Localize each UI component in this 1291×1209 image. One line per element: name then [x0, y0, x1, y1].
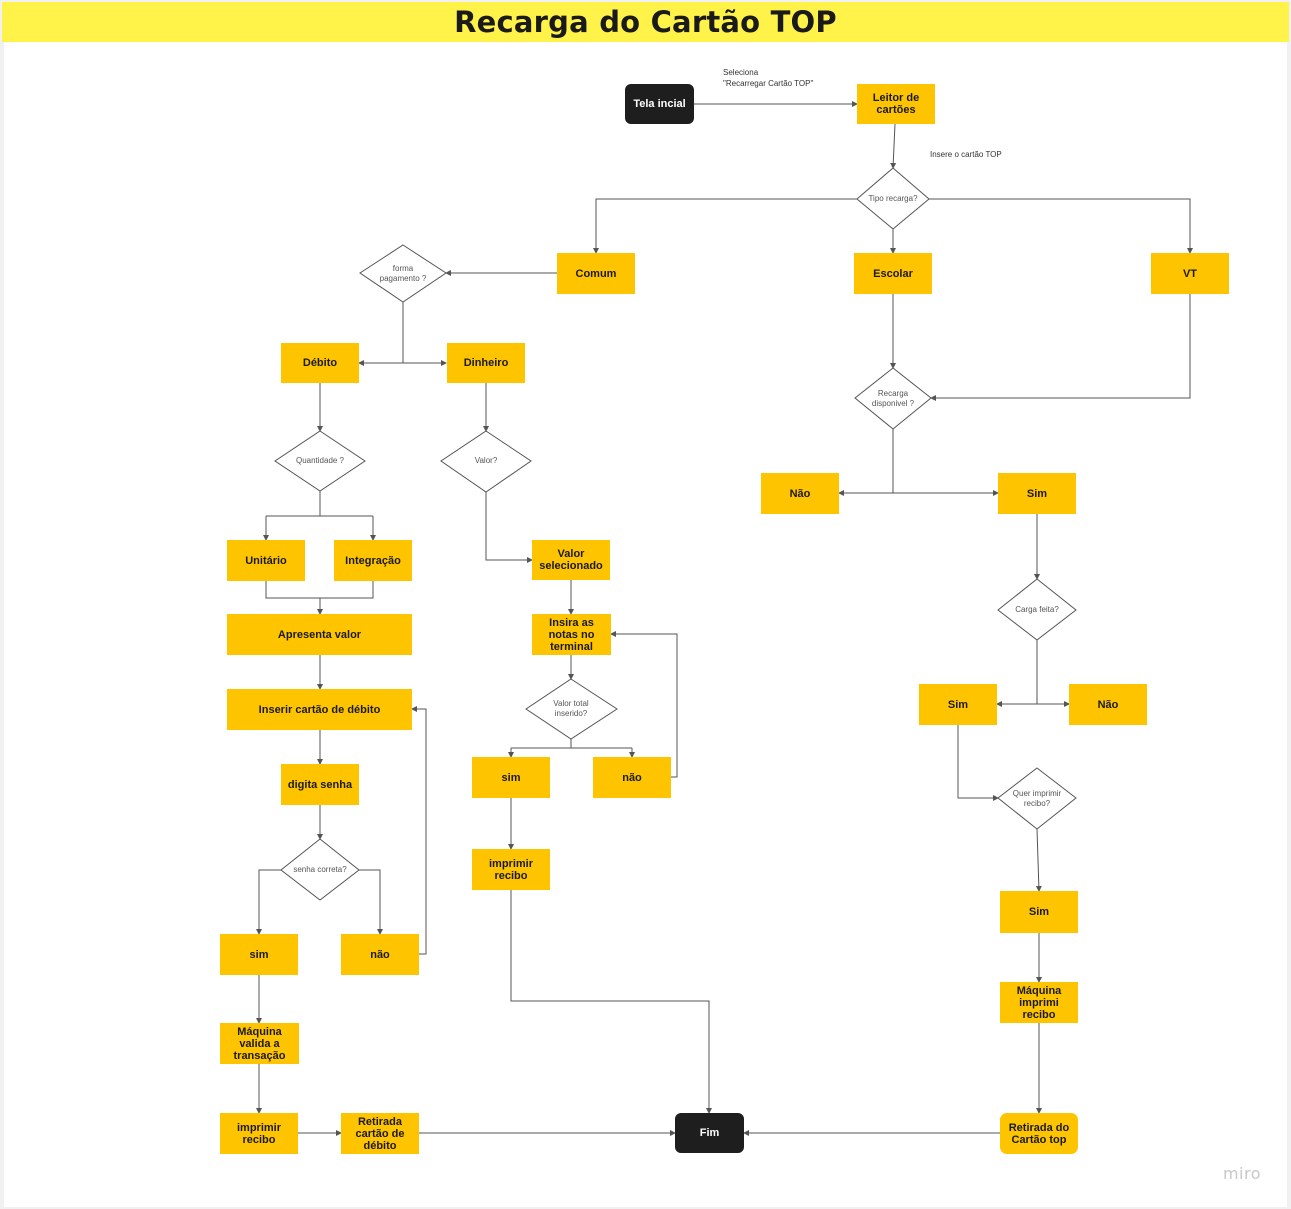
- node-sim-carga: Sim: [919, 684, 997, 725]
- decision-senha: senha correta?: [293, 865, 347, 874]
- decision-quer-shape: [997, 767, 1077, 830]
- edge-nao-retry: [411, 706, 427, 955]
- decision-valor-shape: [440, 430, 532, 493]
- node-retirada-debito: Retirada cartão de débito: [341, 1113, 419, 1154]
- edge-reader-tipo: [890, 123, 897, 169]
- edge-senha-nao: [359, 869, 383, 935]
- node-debito: Débito: [281, 343, 359, 383]
- node-maquina-valida: Máquina valida a transação: [220, 1023, 299, 1064]
- node-reader: Leitor de cartões: [857, 84, 935, 124]
- title-banner: Recarga do Cartão TOP: [2, 2, 1289, 42]
- decision-forma-shape: [359, 244, 447, 303]
- node-maquina-imprimi: Máquina imprimi recibo: [1000, 982, 1078, 1023]
- node-imprimir-debito: imprimir recibo: [220, 1113, 298, 1154]
- edge-tipo-comum: [593, 198, 857, 254]
- edge-valor-selecionado: [485, 492, 533, 563]
- node-fim: Fim: [675, 1113, 744, 1153]
- node-retirada-top: Retirada do Cartão top: [1000, 1113, 1078, 1154]
- edge-quantidade-split: [266, 491, 373, 517]
- edge-join-apresenta: [265, 581, 374, 614]
- decision-tipo: Tipo recarga?: [868, 194, 918, 203]
- note-insert-card: Insere o cartão TOP: [930, 150, 1002, 159]
- node-imprimir-dinheiro: imprimir recibo: [472, 849, 550, 890]
- decision-quer: Quer imprimir recibo?: [1012, 789, 1062, 808]
- edge-senha-sim: [256, 869, 281, 935]
- node-apresenta-valor: Apresenta valor: [227, 614, 412, 655]
- node-dinheiro: Dinheiro: [447, 343, 525, 383]
- diagram-title: Recarga do Cartão TOP: [454, 5, 837, 39]
- node-inserir-cartao: Inserir cartão de débito: [227, 689, 412, 730]
- note-select-line2: "Recarregar Cartão TOP": [723, 79, 814, 88]
- node-sim-recibo: Sim: [1000, 891, 1078, 933]
- node-insira-notas: Insira as notas no terminal: [532, 614, 611, 655]
- node-nao-senha: não: [341, 934, 419, 975]
- node-escolar: Escolar: [854, 253, 932, 294]
- node-valor-selecionado: Valor selecionado: [532, 540, 610, 580]
- decision-total-shape: [525, 678, 618, 740]
- decision-quantidade: Quantidade ?: [295, 456, 345, 465]
- edge-quer-sim: [1035, 828, 1042, 892]
- node-nao-total: não: [593, 757, 671, 798]
- decision-forma: forma pagamento ?: [379, 264, 427, 283]
- miro-watermark: miro: [1222, 1164, 1261, 1183]
- edge-tipo-vt: [929, 198, 1193, 254]
- decision-senha-shape: [280, 838, 360, 901]
- node-vt: VT: [1151, 253, 1229, 294]
- node-start: Tela incial: [625, 84, 694, 124]
- node-comum: Comum: [557, 253, 635, 294]
- node-integracao: Integração: [334, 540, 412, 581]
- note-select: Seleciona "Recarregar Cartão TOP": [723, 67, 813, 89]
- decision-recarga-shape: [854, 367, 932, 430]
- edge-total-split: [511, 739, 632, 749]
- decision-valor: Valor?: [474, 456, 498, 465]
- decision-tipo-shape: [856, 167, 930, 230]
- decision-carga-shape: [997, 578, 1077, 641]
- node-sim-total: sim: [472, 757, 550, 798]
- node-nao-recarga: Não: [761, 473, 839, 514]
- node-nao-carga: Não: [1069, 684, 1147, 725]
- node-sim-senha: sim: [220, 934, 298, 975]
- edge-vt-recarga: [930, 294, 1191, 401]
- node-unitario: Unitário: [227, 540, 305, 581]
- decision-quantidade-shape: [274, 430, 366, 492]
- node-sim-recarga: Sim: [998, 473, 1076, 514]
- edge-nao-total-retry: [610, 631, 678, 778]
- edge-imprimir-fim: [510, 890, 712, 1114]
- edge-simcarga-quer: [957, 725, 999, 801]
- note-select-line1: Seleciona: [723, 68, 759, 77]
- decision-recarga: Recarga disponivel ?: [871, 389, 915, 408]
- node-digita-senha: digita senha: [281, 764, 359, 805]
- decision-total: Valor total inserido?: [553, 699, 589, 718]
- decision-carga: Carga feita?: [1015, 605, 1059, 614]
